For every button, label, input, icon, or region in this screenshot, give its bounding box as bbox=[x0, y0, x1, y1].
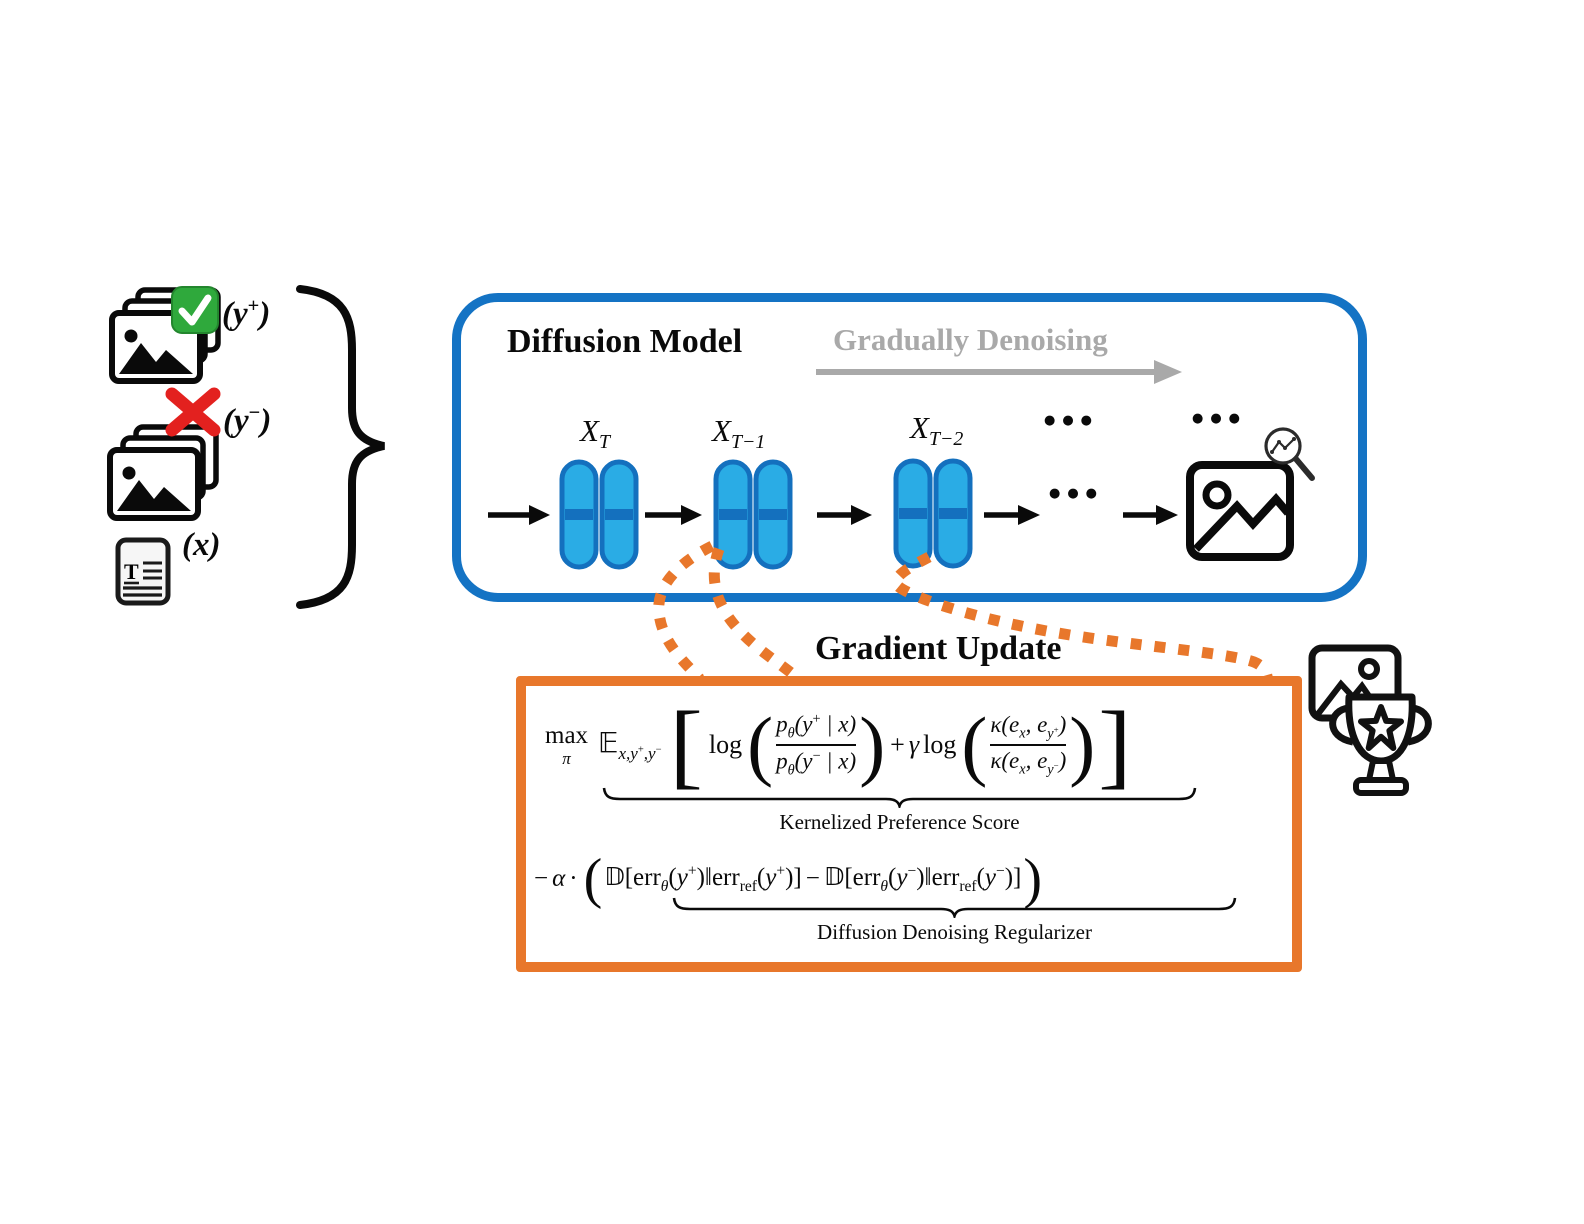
kernelized-preference-score-label: Kernelized Preference Score bbox=[779, 810, 1020, 834]
alpha: α bbox=[552, 865, 566, 892]
cross-badge-icon bbox=[165, 387, 221, 437]
formula-line-2: − α · ( 𝔻[errθ(y+)‖errref(y+)] − 𝔻[errθ(… bbox=[534, 847, 1043, 910]
gradient-update-box bbox=[516, 676, 1302, 972]
diffusion-denoising-regularizer-label: Diffusion Denoising Regularizer bbox=[817, 920, 1092, 944]
doc-letter: T bbox=[124, 559, 139, 584]
divergence-term-negative: 𝔻[errθ(y−)‖errref(y−)] bbox=[823, 862, 1022, 895]
plus-sign: + bbox=[890, 730, 905, 759]
right-bracket: ] bbox=[1098, 691, 1132, 798]
gamma: γ bbox=[908, 730, 920, 759]
log-1: log bbox=[708, 730, 743, 759]
curly-brace bbox=[296, 285, 385, 609]
step-label-xt2: XT−2 bbox=[910, 410, 964, 451]
ellipsis-top-1: ●●● bbox=[1044, 413, 1100, 428]
divergence-term-positive: 𝔻[errθ(y+)‖errref(y+)] bbox=[604, 862, 802, 895]
log-2: log bbox=[923, 730, 957, 759]
left-bracket: [ bbox=[669, 691, 703, 798]
step-label-xt: XT bbox=[580, 413, 610, 454]
underbrace-kernelized bbox=[602, 787, 1197, 808]
underbrace-regularizer bbox=[672, 897, 1237, 918]
image-stack-negative-icon bbox=[107, 424, 219, 521]
trophy-icon bbox=[1329, 693, 1432, 796]
negative-sample-label: (y−) bbox=[223, 402, 272, 439]
text-prompt-icon: T bbox=[115, 537, 171, 606]
reward-image-icon bbox=[1308, 644, 1402, 722]
ellipsis-top-2: ●●● bbox=[1192, 411, 1248, 426]
expectation-term: 𝔼x,y+,y− bbox=[598, 726, 662, 763]
probability-ratio-fraction: pθ(y+ | x) pθ(y− | x) bbox=[776, 711, 857, 779]
ellipsis-mid: ●●● bbox=[1049, 486, 1105, 501]
check-badge-icon bbox=[171, 286, 219, 334]
kernel-ratio-fraction: κ(ex, ey+) κ(ex, ey−) bbox=[990, 712, 1067, 778]
image-stack-positive-icon bbox=[109, 287, 221, 384]
gradually-denoising-label: Gradually Denoising bbox=[833, 322, 1108, 357]
diffusion-model-title: Diffusion Model bbox=[507, 323, 743, 360]
positive-sample-label: (y+) bbox=[222, 295, 271, 332]
gradient-update-title: Gradient Update bbox=[815, 630, 1062, 667]
prompt-label: (x) bbox=[182, 527, 221, 563]
step-label-xt1: XT−1 bbox=[712, 413, 766, 454]
